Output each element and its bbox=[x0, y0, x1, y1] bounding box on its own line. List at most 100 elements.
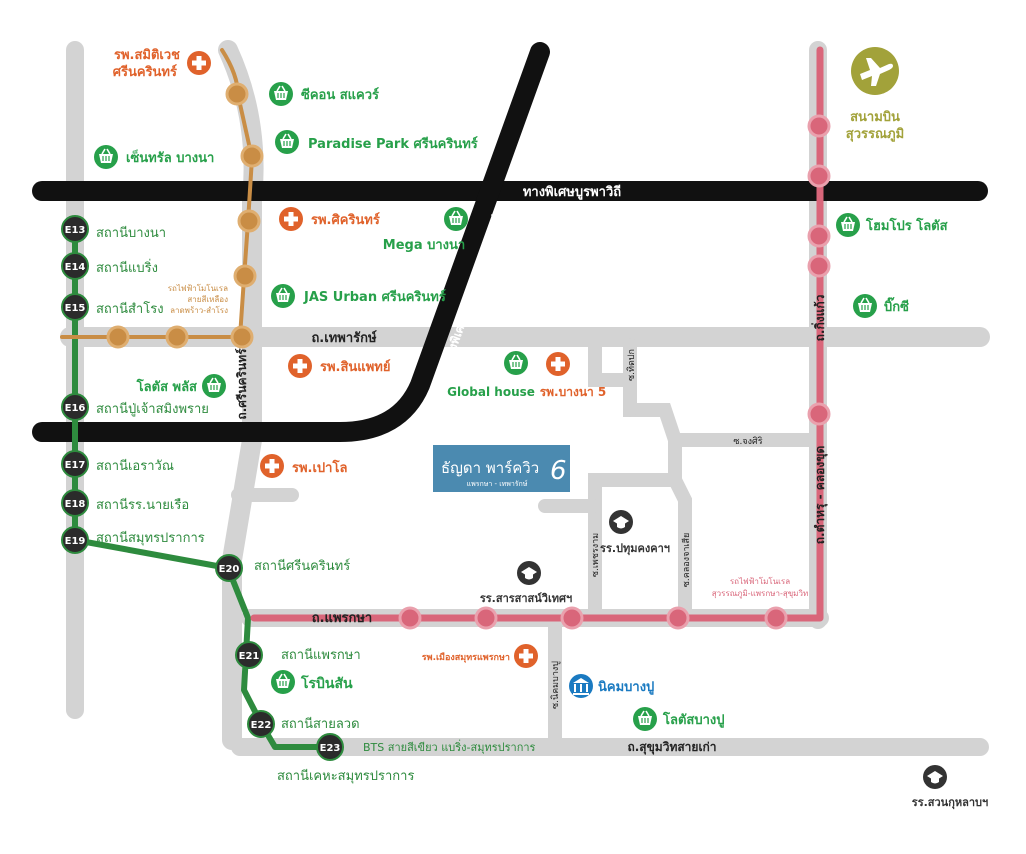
station-name: สถานีสำโรง bbox=[96, 301, 164, 317]
poi-jas-urban[interactable]: JAS Urban ศรีนครินทร์ bbox=[270, 283, 446, 309]
station-e19[interactable]: E19 สถานีสมุทรปราการ bbox=[61, 526, 205, 554]
school-icon bbox=[517, 561, 541, 585]
poi-label: รพ.เปาโล bbox=[292, 459, 347, 476]
poi-pathumkongka[interactable]: รร.ปทุมคงคาฯ bbox=[600, 510, 670, 556]
pink-station-dot bbox=[474, 606, 498, 630]
yellow-station-dot bbox=[106, 325, 130, 349]
poi-nikhom[interactable]: นิคมบางปู bbox=[569, 674, 654, 698]
poi-seacon[interactable]: ซีคอน สแควร์ bbox=[268, 81, 379, 107]
station-name: สถานีศรีนครินทร์ bbox=[254, 558, 350, 574]
pink-station-dot bbox=[807, 164, 831, 188]
yellow-line-text-1: รถไฟฟ้าโมโนเรล bbox=[168, 283, 228, 293]
station-e15[interactable]: E15 สถานีสำโรง bbox=[61, 293, 164, 321]
road-soi-d bbox=[668, 473, 692, 617]
road-soi-c bbox=[588, 433, 682, 617]
label-tamru: ถ.ตำหรุ - คลองขุด bbox=[813, 446, 828, 545]
poi-label: สนามบิน bbox=[850, 110, 900, 125]
poi-robinson[interactable]: โรบินสัน bbox=[270, 669, 353, 695]
shopping-basket-icon bbox=[503, 350, 529, 376]
station-code: E17 bbox=[65, 460, 86, 471]
poi-lotus-plus[interactable]: โลตัส พลัส bbox=[136, 373, 227, 399]
station-code: E23 bbox=[320, 743, 341, 754]
poi-label: Global house bbox=[447, 385, 535, 399]
station-code: E19 bbox=[65, 536, 86, 547]
label-srinakarin: ถ.ศรีนครินทร์ bbox=[235, 348, 249, 420]
label-sukhumvit-old: ถ.สุขุมวิทสายเก่า bbox=[627, 740, 716, 755]
label-soi-nikhom: ซ.นิคมบางปู bbox=[550, 661, 561, 709]
expressways bbox=[32, 42, 988, 442]
poi-label: รร.สวนกุหลาบฯ bbox=[912, 796, 988, 810]
hospital-icon bbox=[279, 207, 303, 231]
poi-sinphaet[interactable]: รพ.สินแพทย์ bbox=[288, 354, 390, 378]
station-name: สถานีสายลวด bbox=[281, 716, 360, 732]
yellow-line-text-2: สายสีเหลือง bbox=[187, 295, 228, 304]
project-name: ธัญดา พาร์ควิว bbox=[441, 459, 539, 477]
yellow-line-stations bbox=[106, 82, 264, 349]
poi-label: นิคมบางปู bbox=[598, 680, 654, 695]
poi-label: รพ.สินแพทย์ bbox=[320, 359, 390, 375]
station-e16[interactable]: E16 สถานีปู่เจ้าสมิงพราย bbox=[61, 393, 209, 421]
poi-label: โลตัส พลัส bbox=[136, 378, 197, 395]
poi-lotus-bangpu[interactable]: โลตัสบางปู bbox=[632, 706, 724, 732]
station-e21[interactable]: E21 สถานีแพรกษา bbox=[235, 641, 361, 669]
station-e20[interactable]: E20 สถานีศรีนครินทร์ bbox=[215, 554, 350, 582]
poi-samitivej[interactable]: รพ.สมิติเวช ศรีนครินทร์ bbox=[113, 48, 211, 80]
poi-suan-kularb[interactable]: รร.สวนกุหลาบฯ bbox=[912, 765, 988, 810]
shopping-basket-icon bbox=[443, 206, 469, 232]
expressway-bangphli bbox=[32, 42, 550, 442]
poi-label: รพ.สมิติเวช bbox=[114, 48, 180, 63]
pink-line-text-1: รถไฟฟ้าโมโนเรล bbox=[730, 576, 790, 586]
project-marker[interactable]: ธัญดา พาร์ควิว 6 แพรกษา - เทพารักษ์ bbox=[433, 445, 570, 492]
poi-label: โฮมโปร โลตัส bbox=[865, 217, 948, 234]
project-subtitle: แพรกษา - เทพารักษ์ bbox=[467, 480, 528, 488]
poi-paolo[interactable]: รพ.เปาโล bbox=[260, 454, 347, 478]
shopping-basket-icon bbox=[268, 81, 294, 107]
station-e23[interactable]: E23 สถานีเคหะสมุทรปราการ bbox=[277, 733, 414, 784]
label-king-kaew: ถ.กิ่งแก้ว bbox=[811, 294, 827, 341]
poi-global-house[interactable]: Global house bbox=[447, 350, 535, 399]
station-code: E22 bbox=[251, 720, 272, 731]
label-soi-phetthong: ซ.เพชรงาม bbox=[591, 533, 601, 577]
poi-label: รพ.เมืองสมุทรแพรกษา bbox=[422, 651, 510, 663]
shopping-basket-icon bbox=[201, 373, 227, 399]
station-code: E14 bbox=[65, 262, 86, 273]
pink-station-dot bbox=[807, 402, 831, 426]
label-yellow-line: รถไฟฟ้าโมโนเรล สายสีเหลือง ลาดพร้าว-สำโร… bbox=[168, 283, 228, 315]
poi-label: Paradise Park ศรีนครินทร์ bbox=[308, 136, 478, 152]
poi-muang-hospital[interactable]: รพ.เมืองสมุทรแพรกษา bbox=[422, 644, 538, 668]
station-code: E18 bbox=[65, 499, 86, 510]
pink-line-text-2: สุวรรณภูมิ-แพรกษา-สุขุมวิท bbox=[712, 589, 808, 599]
station-e18[interactable]: E18 สถานีรร.นายเรือ bbox=[61, 489, 189, 517]
shopping-basket-icon bbox=[274, 129, 300, 155]
shopping-basket-icon bbox=[632, 706, 658, 732]
yellow-station-dot bbox=[240, 144, 264, 168]
poi-sikarin[interactable]: รพ.ศิครินทร์ bbox=[279, 207, 380, 231]
pink-station-dot bbox=[807, 224, 831, 248]
yellow-station-dot bbox=[165, 325, 189, 349]
label-thepharak: ถ.เทพารักษ์ bbox=[311, 330, 377, 346]
station-e13[interactable]: E13 สถานีบางนา bbox=[61, 215, 166, 243]
station-name: สถานีแบริ่ง bbox=[96, 259, 158, 276]
station-name: สถานีเอราวัณ bbox=[96, 458, 174, 474]
label-soi-thisikit: ซ.ทิดปก bbox=[626, 349, 637, 381]
poi-central[interactable]: เซ็นทรัล บางนา bbox=[93, 144, 214, 170]
station-e17[interactable]: E17 สถานีเอราวัณ bbox=[61, 450, 174, 478]
poi-mega[interactable]: Mega บางนา bbox=[383, 206, 469, 253]
poi-homepro[interactable]: โฮมโปร โลตัส bbox=[835, 212, 948, 238]
poi-label: โลตัสบางปู bbox=[662, 711, 724, 728]
poi-bangna5[interactable]: รพ.บางนา 5 bbox=[540, 352, 607, 399]
poi-bigc[interactable]: บิ๊กซี bbox=[852, 293, 909, 319]
poi-sarasas[interactable]: รร.สารสาสน์วิเทศฯ bbox=[480, 561, 572, 605]
shopping-basket-icon bbox=[852, 293, 878, 319]
poi-paradise[interactable]: Paradise Park ศรีนครินทร์ bbox=[274, 129, 478, 155]
poi-label: บิ๊กซี bbox=[884, 297, 909, 315]
poi-label: สุวรรณภูมิ bbox=[846, 127, 904, 142]
station-e22[interactable]: E22 สถานีสายลวด bbox=[247, 710, 360, 738]
station-e14[interactable]: E14 สถานีแบริ่ง bbox=[61, 252, 158, 280]
label-burapha-withi: ทางพิเศษบูรพาวิถี bbox=[523, 184, 621, 200]
yellow-station-dot bbox=[225, 82, 249, 106]
shopping-basket-icon bbox=[270, 669, 296, 695]
poi-airport[interactable]: สนามบิน สุวรรณภูมิ bbox=[846, 47, 904, 142]
poi-label: รพ.ศิครินทร์ bbox=[311, 212, 380, 228]
poi-label: โรบินสัน bbox=[300, 674, 353, 692]
